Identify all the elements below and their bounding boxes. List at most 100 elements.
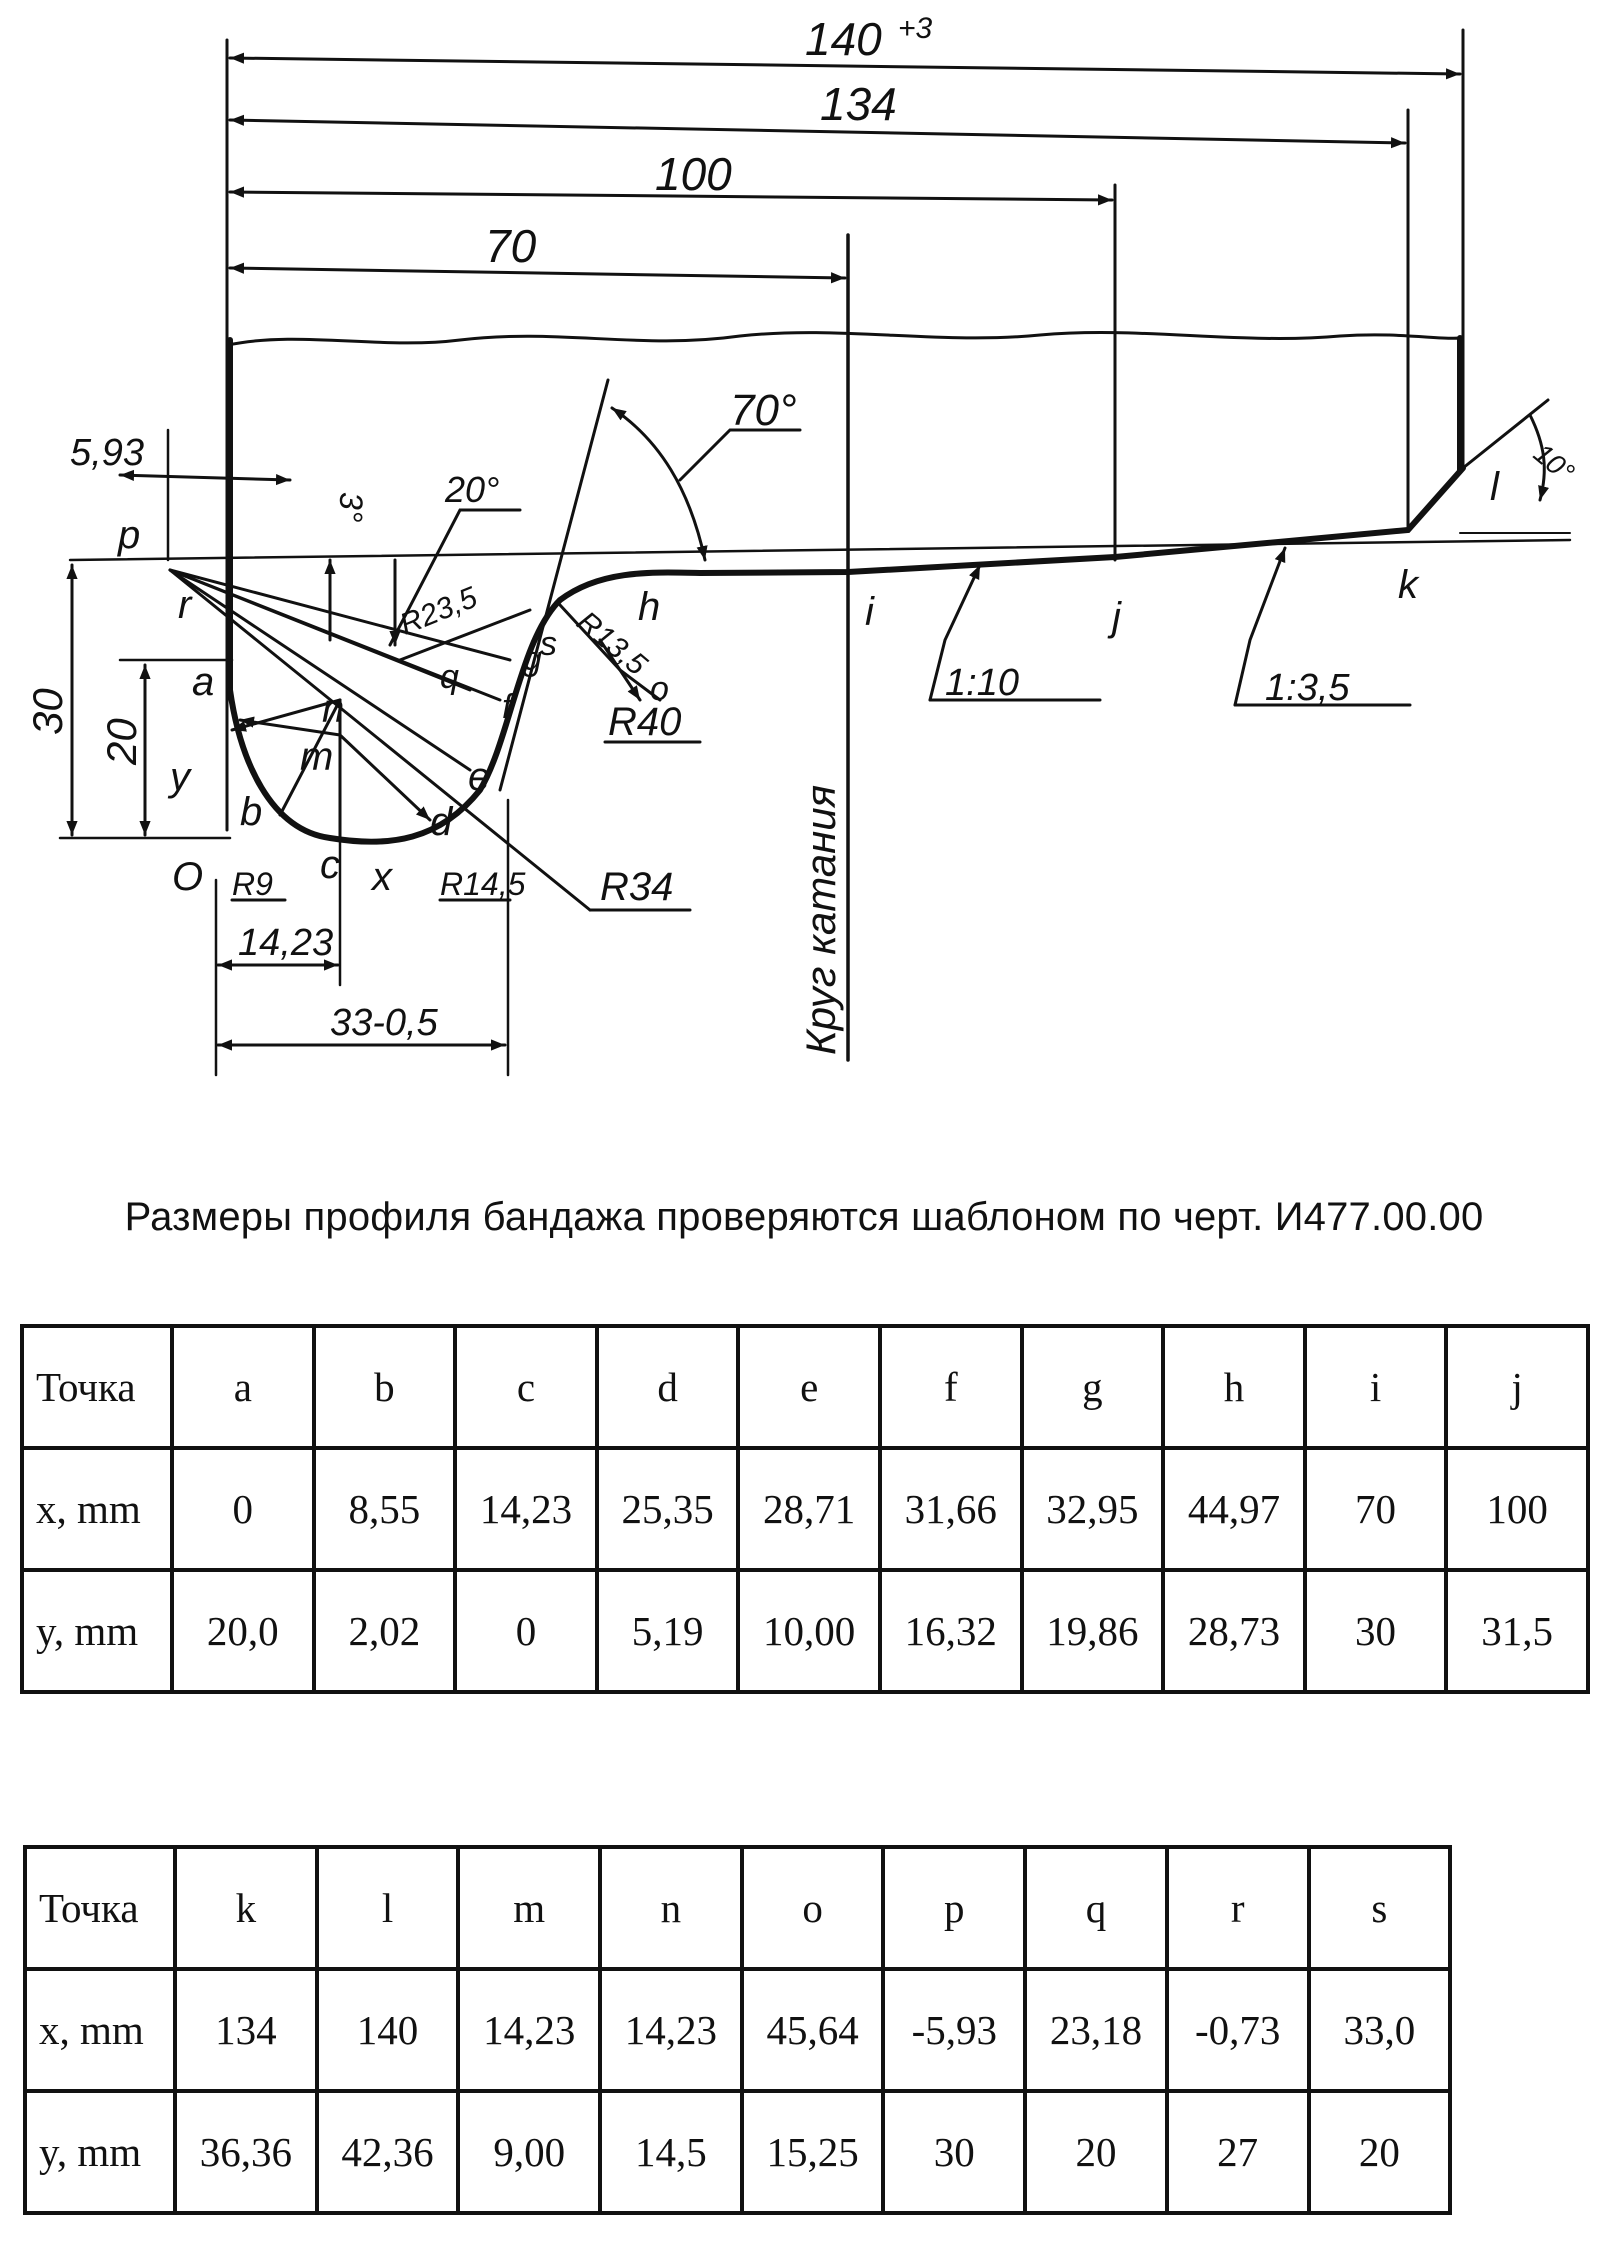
point-cell: g [1019, 1324, 1166, 1450]
taper-110-leader [928, 563, 982, 702]
table-row-y: y, mm 20,0 2,02 0 5,19 10,00 16,32 19,86… [20, 1568, 1590, 1694]
point-label-s: s [540, 625, 557, 663]
y-cell: 10,00 [736, 1568, 882, 1694]
point-label-j: j [1107, 595, 1122, 639]
angle-70-leader [678, 428, 802, 482]
x-cell: 134 [173, 1967, 319, 2093]
point-cell: e [736, 1324, 882, 1450]
dim-134: 134 [820, 78, 897, 130]
point-label-q: q [440, 658, 459, 696]
dim-line-134 [228, 114, 1407, 149]
x-cell: 140 [314, 1967, 461, 2093]
x-cell: 23,18 [1023, 1967, 1169, 2093]
ray-r-e [168, 568, 472, 772]
y-cell: 30 [881, 2089, 1028, 2215]
angle-70-label: 70° [730, 386, 797, 435]
point-cell: a [170, 1324, 316, 1450]
dim-1423-label: 14,23 [238, 922, 333, 964]
radius-r145: R14,5 [440, 866, 526, 902]
x-cell: 45,64 [739, 1967, 886, 2093]
point-label-h: h [638, 585, 660, 629]
x-cell: -5,93 [881, 1967, 1028, 2093]
row-label: Точка [20, 1324, 174, 1450]
point-label-r: r [178, 583, 193, 627]
point-cell: f [877, 1324, 1024, 1450]
y-cell: 0 [453, 1568, 599, 1694]
ray-r-g [168, 568, 512, 662]
y-cell: 20,0 [170, 1568, 316, 1694]
profile-baseline [68, 538, 1572, 562]
point-label-c: c [320, 843, 340, 887]
point-cell: c [453, 1324, 599, 1450]
dim-70: 70 [485, 220, 537, 272]
point-label-i: i [865, 590, 875, 634]
dim-140: 140 [805, 13, 882, 65]
y-cell: 14,5 [598, 2089, 744, 2215]
y-cell: 31,5 [1444, 1568, 1590, 1694]
ray-n-c [278, 698, 342, 817]
angle-70-arc [610, 406, 708, 562]
dim-593-label: 5,93 [70, 432, 144, 474]
dim-line-70 [228, 262, 847, 284]
point-label-d: d [430, 800, 454, 844]
y-cell: 20 [1023, 2089, 1169, 2215]
dim-20-label: 20 [98, 718, 145, 766]
point-cell: p [881, 1845, 1028, 1971]
x-cell: 44,97 [1161, 1446, 1307, 1572]
x-cell: 8,55 [311, 1446, 458, 1572]
x-cell: 31,66 [877, 1446, 1024, 1572]
point-label-b: b [240, 790, 262, 834]
point-cell: h [1161, 1324, 1307, 1450]
dim-33-label: 33-0,5 [330, 1002, 439, 1044]
point-label-k: k [1398, 563, 1420, 607]
dim-line-100 [228, 186, 1114, 206]
point-cell: i [1302, 1324, 1449, 1450]
y-cell: 42,36 [314, 2089, 461, 2215]
point-cell: d [594, 1324, 741, 1450]
flange-tangent [498, 378, 610, 792]
y-cell: 19,86 [1019, 1568, 1166, 1694]
angle-3-label: 3° [333, 492, 369, 523]
y-cell: 9,00 [456, 2089, 603, 2215]
r9-arrow [238, 716, 342, 737]
dim-30-label: 30 [24, 688, 71, 735]
ray-r-q [168, 568, 472, 692]
point-cell: s [1306, 1845, 1453, 1971]
points-table-2: Точка k l m n o p q r s x, mm 134 140 14… [23, 1845, 1453, 2215]
row-label: y, mm [20, 1568, 174, 1694]
r40-arrow [598, 638, 642, 702]
point-cell: b [311, 1324, 458, 1450]
point-label-n: n [322, 687, 344, 731]
dim-line-140 [228, 52, 1462, 80]
y-cell: 28,73 [1161, 1568, 1307, 1694]
point-cell: k [173, 1845, 319, 1971]
x-cell: 70 [1302, 1446, 1449, 1572]
r235-leader [398, 608, 532, 662]
point-cell: l [314, 1845, 461, 1971]
x-cell: 14,23 [456, 1967, 603, 2093]
y-cell: 36,36 [173, 2089, 319, 2215]
point-label-y: y [167, 755, 193, 799]
table-row-points: Точка k l m n o p q r s [23, 1845, 1453, 1971]
angle-10-label: 10° [1528, 437, 1580, 488]
radius-r40: R40 [608, 700, 681, 744]
point-label-g: g [523, 640, 542, 678]
table-row-x: x, mm 0 8,55 14,23 25,35 28,71 31,66 32,… [20, 1446, 1590, 1572]
flange-tread-profile [227, 465, 1466, 845]
angle-20-leader [388, 508, 522, 647]
wheel-profile-drawing: 140 +3 134 100 70 5,93 30 20 14,23 33-0,… [24, 12, 1580, 1077]
point-label-x: x [370, 855, 394, 899]
y-cell: 16,32 [877, 1568, 1024, 1694]
table-row-points: Точка a b c d e f g h i j [20, 1324, 1590, 1450]
y-cell: 27 [1164, 2089, 1311, 2215]
row-label: x, mm [20, 1446, 174, 1572]
row-label: y, mm [23, 2089, 177, 2215]
dim-140-tol: +3 [898, 12, 933, 45]
points-table-1: Точка a b c d e f g h i j x, mm 0 8,55 1… [20, 1324, 1590, 1694]
row-label: x, mm [23, 1967, 177, 2093]
template-caption: Размеры профиля бандажа проверяются шабл… [124, 1195, 1484, 1239]
point-cell: o [739, 1845, 886, 1971]
point-label-o: o [650, 670, 669, 708]
x-cell: 33,0 [1306, 1967, 1453, 2093]
point-label-origin: O [172, 855, 203, 899]
